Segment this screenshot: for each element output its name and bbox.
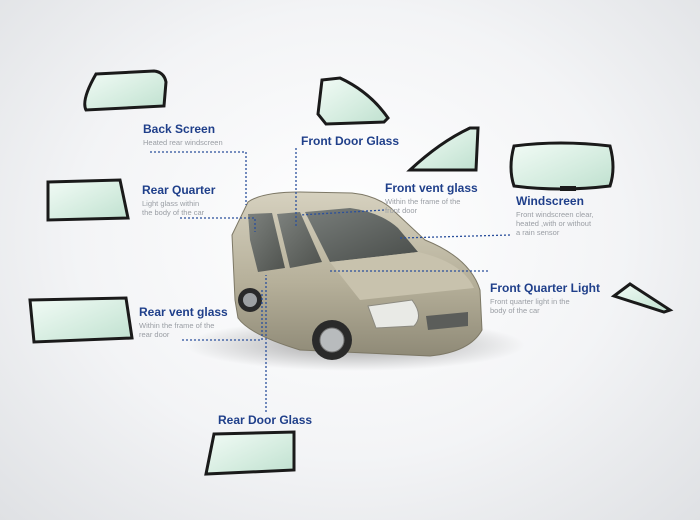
front-quarter-light-glass xyxy=(610,282,674,314)
leader-rear-quarter xyxy=(180,217,256,232)
label-front-door-glass: Front Door Glass xyxy=(301,134,399,148)
label-front-door-glass-title: Front Door Glass xyxy=(301,134,400,148)
label-windscreen-desc-3: a rain sensor xyxy=(516,228,560,237)
label-rear-door-glass-title: Rear Door Glass xyxy=(218,413,313,427)
label-rear-quarter: Rear Quarter Light glass within the body… xyxy=(142,183,215,217)
windscreen-glass xyxy=(509,141,615,191)
car-illustration xyxy=(185,191,525,371)
label-front-quarter-light: Front Quarter Light Front quarter light … xyxy=(490,281,600,315)
label-rear-vent-glass: Rear vent glass Within the frame of the … xyxy=(139,305,228,339)
label-rear-vent-glass-desc-2: rear door xyxy=(139,330,170,339)
label-back-screen-title: Back Screen xyxy=(143,122,216,136)
leader-back-screen xyxy=(150,151,247,205)
label-windscreen: Windscreen Front windscreen clear, heate… xyxy=(516,194,594,237)
label-back-screen-desc: Heated rear windscreen xyxy=(143,138,223,147)
front-door-glass xyxy=(316,76,390,126)
rear-vent-glass-part xyxy=(28,296,134,344)
leader-lines xyxy=(150,148,511,412)
label-rear-quarter-desc-2: the body of the car xyxy=(142,208,205,217)
rear-door-glass xyxy=(204,430,296,476)
car-side-window-rear xyxy=(248,213,285,272)
leader-rear-vent-glass xyxy=(182,290,263,341)
label-rear-vent-glass-title: Rear vent glass xyxy=(139,305,228,319)
car-windshield xyxy=(305,208,418,262)
car-headlight xyxy=(367,299,419,329)
label-front-vent-glass-desc-2: front door xyxy=(385,206,418,215)
label-rear-vent-glass-desc-1: Within the frame of the xyxy=(139,321,215,330)
label-windscreen-title: Windscreen xyxy=(516,194,584,208)
label-front-quarter-light-title: Front Quarter Light xyxy=(490,281,600,295)
car-hood xyxy=(330,252,474,300)
label-front-vent-glass-title: Front vent glass xyxy=(385,181,478,195)
label-front-vent-glass: Front vent glass Within the frame of the… xyxy=(385,181,478,215)
car-side-window-front xyxy=(277,212,322,268)
rear-quarter-glass xyxy=(46,178,130,222)
front-vent-glass-part xyxy=(406,126,480,172)
label-rear-quarter-desc-1: Light glass within xyxy=(142,199,200,208)
label-windscreen-desc-1: Front windscreen clear, xyxy=(516,210,594,219)
label-rear-door-glass: Rear Door Glass xyxy=(218,413,312,427)
label-back-screen: Back Screen Heated rear windscreen xyxy=(143,122,223,147)
label-windscreen-desc-2: heated ,with or without xyxy=(516,219,592,228)
label-front-vent-glass-desc-1: Within the frame of the xyxy=(385,197,461,206)
label-front-quarter-light-desc-2: body of the car xyxy=(490,306,540,315)
back-screen-glass xyxy=(83,69,168,112)
label-front-quarter-light-desc-1: Front quarter light in the xyxy=(490,297,570,306)
car-grille xyxy=(426,312,468,330)
label-rear-quarter-title: Rear Quarter xyxy=(142,183,216,197)
